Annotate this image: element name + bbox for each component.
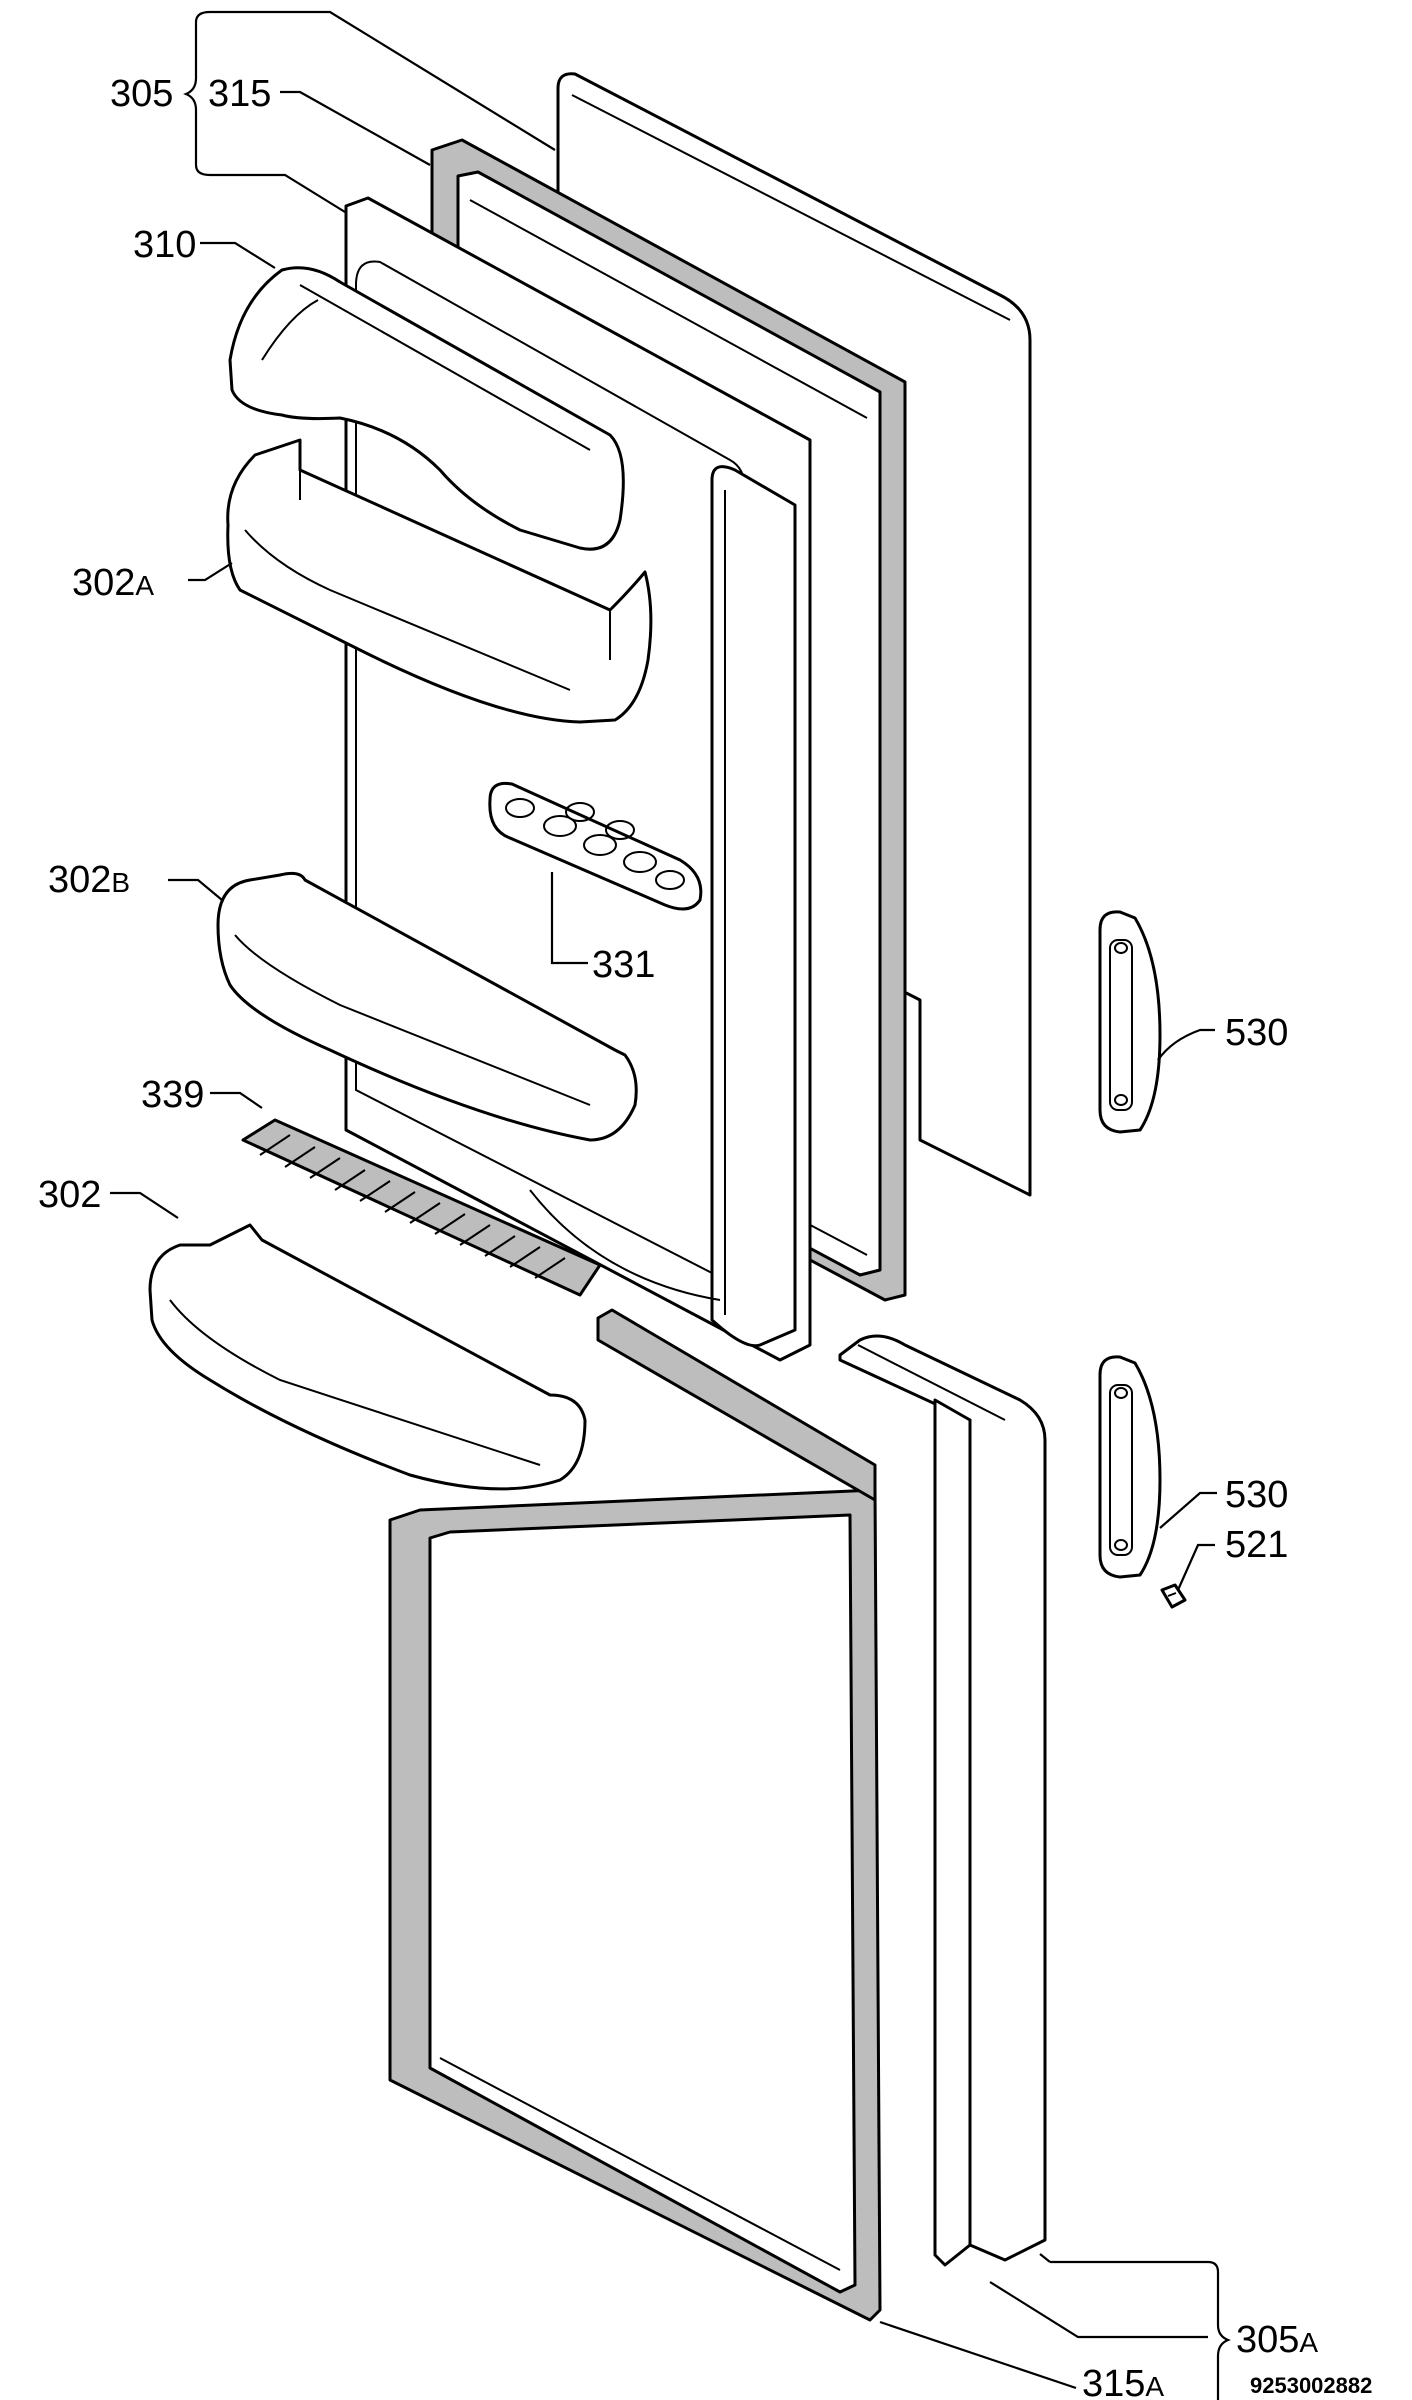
label-310: 310 [133,224,196,266]
leader-lines [110,10,1231,2400]
label-305A: 305A [1236,2319,1318,2361]
label-302B: 302B [48,859,130,901]
handle-part-530-bottom [1098,1355,1162,1579]
door-shelf-part-302 [148,1223,587,1491]
door-shelf-part-302B [216,871,638,1142]
label-530-bottom: 530 [1225,1474,1288,1516]
label-331: 331 [592,944,655,986]
label-339: 339 [141,1074,204,1116]
bottle-retainer-part-339 [241,1118,602,1297]
label-530-top: 530 [1225,1012,1288,1054]
label-521: 521 [1225,1524,1288,1566]
part-labels: 305 315 310 302A 302B 331 530 339 302 53… [38,73,1372,2400]
door-shelf-part-302A [226,438,653,724]
label-315A: 315A [1082,2363,1164,2400]
dairy-lid-part-310 [228,266,625,551]
label-305: 305 [110,73,173,115]
handle-part-530-top [1098,910,1162,1134]
screw-part-521 [1160,1583,1187,1609]
label-302A: 302A [72,562,154,604]
drawing-code: 9253002882 [1250,2373,1372,2398]
egg-tray-part-331 [488,781,703,911]
lower-door-outer-panel [838,1334,1047,2267]
lower-door-gasket [388,1308,882,2322]
label-315: 315 [208,73,271,115]
label-302: 302 [38,1174,101,1216]
